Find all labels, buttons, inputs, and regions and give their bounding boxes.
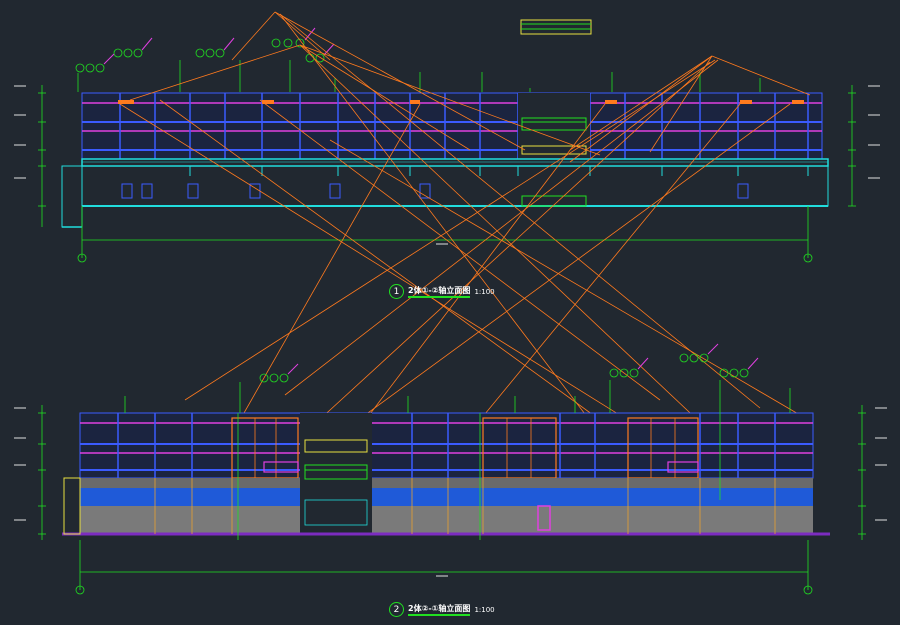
- elevation-1-level-marks: [38, 85, 856, 227]
- drawing-scale: 1:100: [474, 287, 495, 296]
- elevation-2: [38, 343, 866, 595]
- drawing-title-text: 2体①-②轴立面图: [408, 285, 471, 298]
- elevation-1-material-tags: [118, 100, 804, 104]
- elevation-2-building: [62, 412, 830, 536]
- drawing-title-text: 2体②-①轴立面图: [408, 603, 471, 616]
- drawing-title-1: 1 2体①-②轴立面图 1:100: [389, 284, 495, 299]
- drawing-scale: 1:100: [474, 605, 495, 614]
- drawing-number-badge: 1: [389, 284, 404, 299]
- annotation-marks: [14, 85, 887, 577]
- elevation-2-callouts: [124, 343, 791, 540]
- elevation-2-level-marks: [38, 405, 866, 540]
- drawing-title-2: 2 2体②-①轴立面图 1:100: [389, 602, 495, 617]
- elevation-1-leaders: [119, 11, 811, 481]
- drawing-number-badge: 2: [389, 602, 404, 617]
- elevation-1-callouts: [75, 27, 761, 92]
- elevation-1: [38, 11, 856, 481]
- elevation-1-dimension: [77, 206, 813, 263]
- elevation-2-dimension: [75, 540, 813, 595]
- top-legend-box: [520, 19, 592, 35]
- elevation-1-building: [61, 92, 829, 228]
